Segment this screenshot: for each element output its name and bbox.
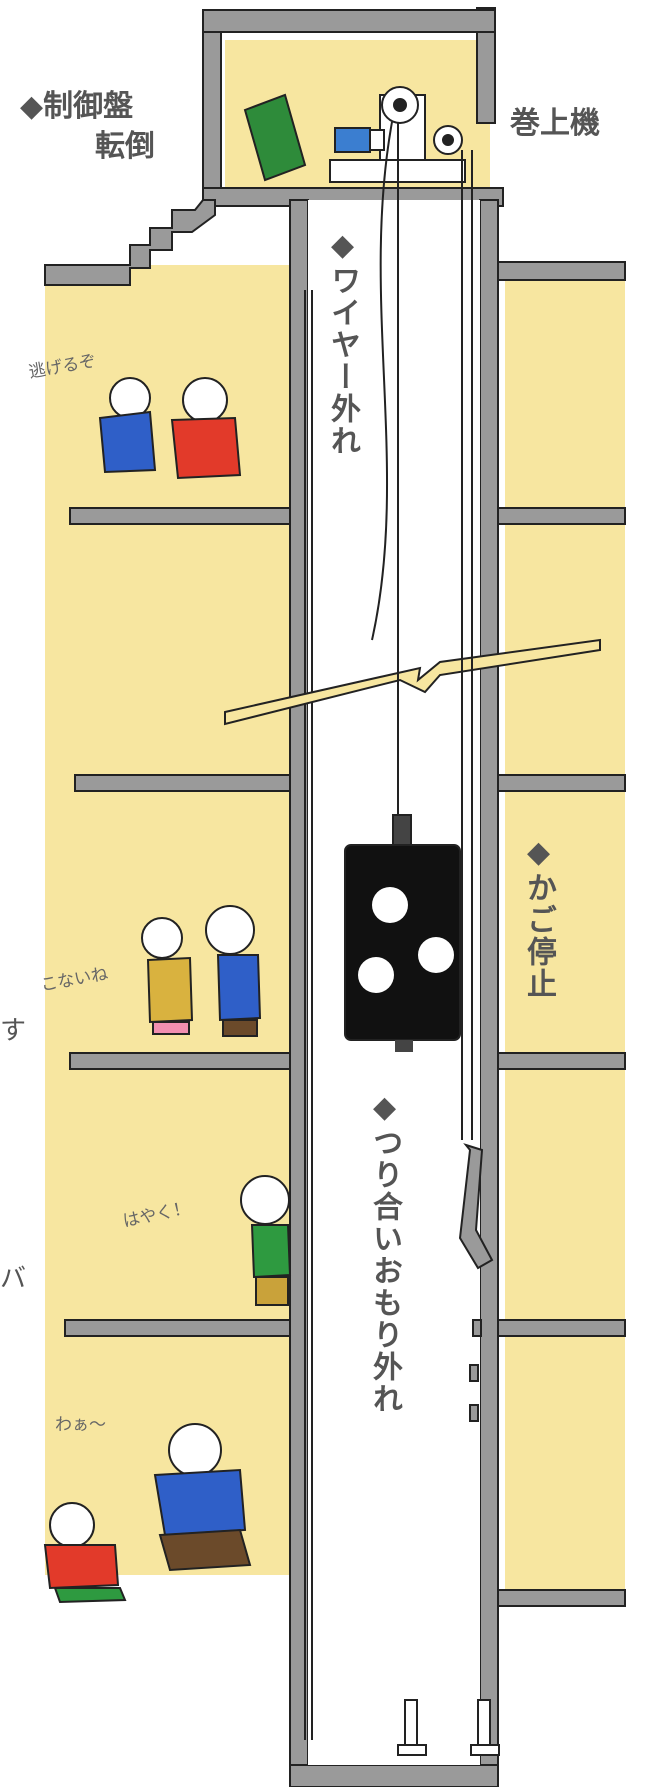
control-panel-label-2: 転倒 xyxy=(95,129,155,164)
car-stop-label: ◆かご停止 xyxy=(521,835,556,1000)
pit-buffers xyxy=(397,1699,500,1756)
speech-wah: わぁ～ xyxy=(55,1415,106,1435)
hoist-label: 巻上機 xyxy=(510,106,600,141)
counterweight-off-label: ◆つり合いおもり外れ xyxy=(367,1090,402,1415)
hoist-wires xyxy=(371,121,473,1140)
elevator-car xyxy=(344,814,461,1052)
people-floor-2 xyxy=(141,905,262,1037)
wire-off-label: ◆ワイヤー外れ xyxy=(325,228,360,457)
shaft-crack xyxy=(224,638,601,726)
control-panel-label: ◆制御盤 xyxy=(20,89,134,124)
stairs xyxy=(44,199,216,286)
shaft-walls xyxy=(289,199,499,1788)
right-floor-slabs xyxy=(489,261,626,1607)
people-floor-3 xyxy=(240,1175,292,1306)
edge-fragment-1: す xyxy=(0,1016,27,1046)
control-panel xyxy=(243,93,307,182)
machine-room-walls xyxy=(202,7,504,207)
floor-fill-right xyxy=(505,265,625,1595)
edge-fragment-2: バ xyxy=(0,1264,27,1294)
people-floor-4 xyxy=(43,1423,252,1604)
counterweight xyxy=(458,1143,494,1422)
people-floor-1 xyxy=(98,377,242,480)
guide-rail xyxy=(304,290,313,1740)
